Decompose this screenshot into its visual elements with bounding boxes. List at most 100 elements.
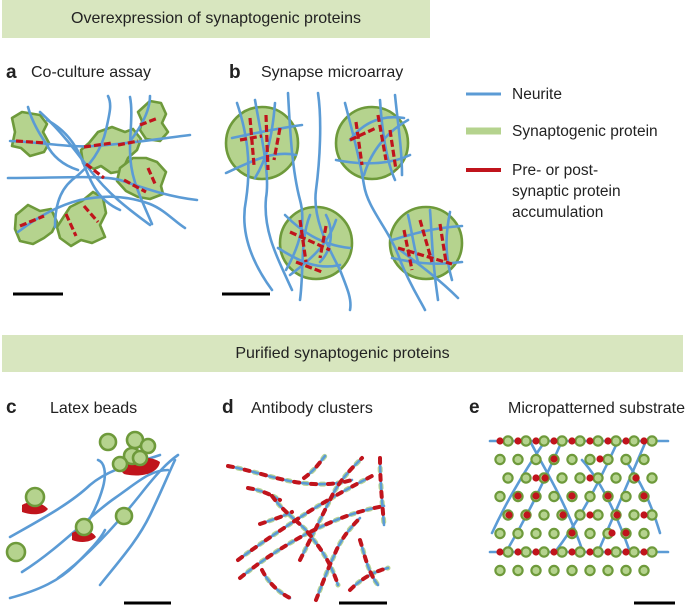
micropattern-accumulation	[532, 437, 540, 445]
micropattern-spot	[592, 472, 604, 484]
micropattern-spot	[548, 527, 560, 540]
neurite-line	[16, 195, 187, 234]
banner-overexpression-label: Overexpression of synaptogenic proteins	[71, 10, 361, 27]
accumulation-mark	[295, 260, 323, 274]
micropattern-spot	[584, 490, 596, 503]
micropattern-accumulation	[604, 492, 612, 500]
micropattern-spot	[530, 453, 542, 466]
micropattern-spot	[512, 453, 524, 466]
accumulation-mark	[19, 214, 45, 228]
micropattern-spot	[620, 564, 632, 577]
protein-spot	[5, 541, 27, 563]
panel-a-letter: a	[6, 62, 17, 83]
micropattern-spot	[628, 435, 640, 447]
panel-a-title: Co-culture assay	[31, 64, 152, 81]
accumulation-mark	[388, 129, 398, 171]
micropattern-accumulation	[559, 511, 567, 519]
micropattern-accumulation	[622, 437, 630, 445]
micropattern-accumulation	[596, 455, 604, 463]
protein-spot	[24, 486, 46, 508]
micropattern-accumulation	[496, 548, 504, 556]
accumulation-mark	[438, 223, 448, 263]
micropattern-accumulation	[613, 511, 621, 519]
neurite-line	[318, 213, 333, 264]
micropattern-accumulation	[608, 529, 616, 537]
neurite-line	[343, 101, 427, 312]
neurite-line	[378, 98, 397, 182]
micropattern-spot	[628, 509, 640, 521]
protein-cell	[55, 190, 108, 248]
micropattern-spot	[530, 564, 542, 577]
micropattern-spot	[494, 490, 506, 503]
micropattern-spot	[520, 435, 532, 447]
micropattern-spot	[638, 564, 650, 577]
accumulation-mark	[354, 121, 364, 166]
protein-spot	[111, 455, 129, 473]
legend-accumulation-label-3: accumulation	[512, 204, 604, 221]
neurite-line	[428, 208, 440, 302]
neurite-line	[235, 101, 274, 292]
neurite-line	[334, 153, 412, 165]
panel-e-title: Micropatterned substrate	[508, 400, 685, 417]
accumulation-mark	[85, 162, 105, 180]
accumulation-cluster	[226, 464, 354, 487]
accumulation-mark	[349, 126, 377, 142]
micropattern-accumulation	[505, 511, 513, 519]
accumulation-mark	[139, 116, 159, 127]
micropattern-spot	[530, 527, 542, 540]
neurite-line	[224, 152, 298, 175]
neurite-line	[129, 94, 152, 142]
accumulation-mark	[397, 246, 453, 266]
accumulation-mark	[418, 219, 434, 263]
neurite-line	[406, 213, 420, 264]
accumulation-mark	[272, 127, 282, 161]
micropattern-accumulation	[532, 474, 540, 482]
protein-cell	[10, 110, 51, 158]
accumulation-mark	[248, 117, 256, 166]
accumulation-cluster	[358, 538, 380, 587]
micropattern-spot	[592, 435, 604, 447]
micropattern-spot	[628, 546, 640, 558]
micropattern-spot	[584, 527, 596, 540]
accumulation-cluster	[238, 504, 386, 580]
micropattern-spot	[638, 527, 650, 540]
micropattern-spot	[494, 453, 506, 466]
protein-spot	[74, 517, 94, 537]
neurite-line	[38, 110, 152, 227]
micropattern-spot	[646, 546, 658, 558]
accumulation-mark	[146, 167, 158, 187]
micropattern-spot	[574, 472, 586, 484]
micropattern-spot	[574, 546, 586, 558]
neurite-line	[26, 105, 80, 172]
micropattern-accumulation	[586, 437, 594, 445]
neurite-line	[45, 118, 122, 212]
accumulation-cluster	[260, 568, 292, 600]
banner-overexpression: Overexpression of synaptogenic proteins	[2, 0, 430, 38]
micropattern-spot	[592, 546, 604, 558]
micropattern-accumulation	[622, 529, 630, 537]
micropattern-spot	[638, 453, 650, 466]
micropattern-spot	[538, 435, 550, 447]
micropattern-accumulation	[640, 437, 648, 445]
micropattern-spot	[602, 453, 614, 466]
micropattern-spot	[610, 546, 622, 558]
micropattern-accumulation	[604, 548, 612, 556]
protein-spot	[131, 449, 149, 467]
neurite-line	[8, 528, 107, 600]
micropattern-spot	[538, 546, 550, 558]
micropattern-spot	[512, 527, 524, 540]
micropattern-spot	[584, 453, 596, 466]
micropattern-spot	[646, 472, 658, 484]
accumulation-mark	[318, 225, 328, 259]
accumulation-cluster	[270, 494, 340, 587]
neurite-line	[53, 94, 112, 229]
banner-purified: Purified synaptogenic proteins	[2, 335, 683, 372]
micropattern-accumulation	[604, 437, 612, 445]
micropattern-spot	[494, 564, 506, 577]
panel-b-letter: b	[229, 62, 241, 83]
neurite-line	[314, 516, 362, 602]
micropattern-accumulation	[640, 511, 648, 519]
micropattern-accumulation	[622, 548, 630, 556]
panel-e-letter: e	[469, 397, 480, 418]
